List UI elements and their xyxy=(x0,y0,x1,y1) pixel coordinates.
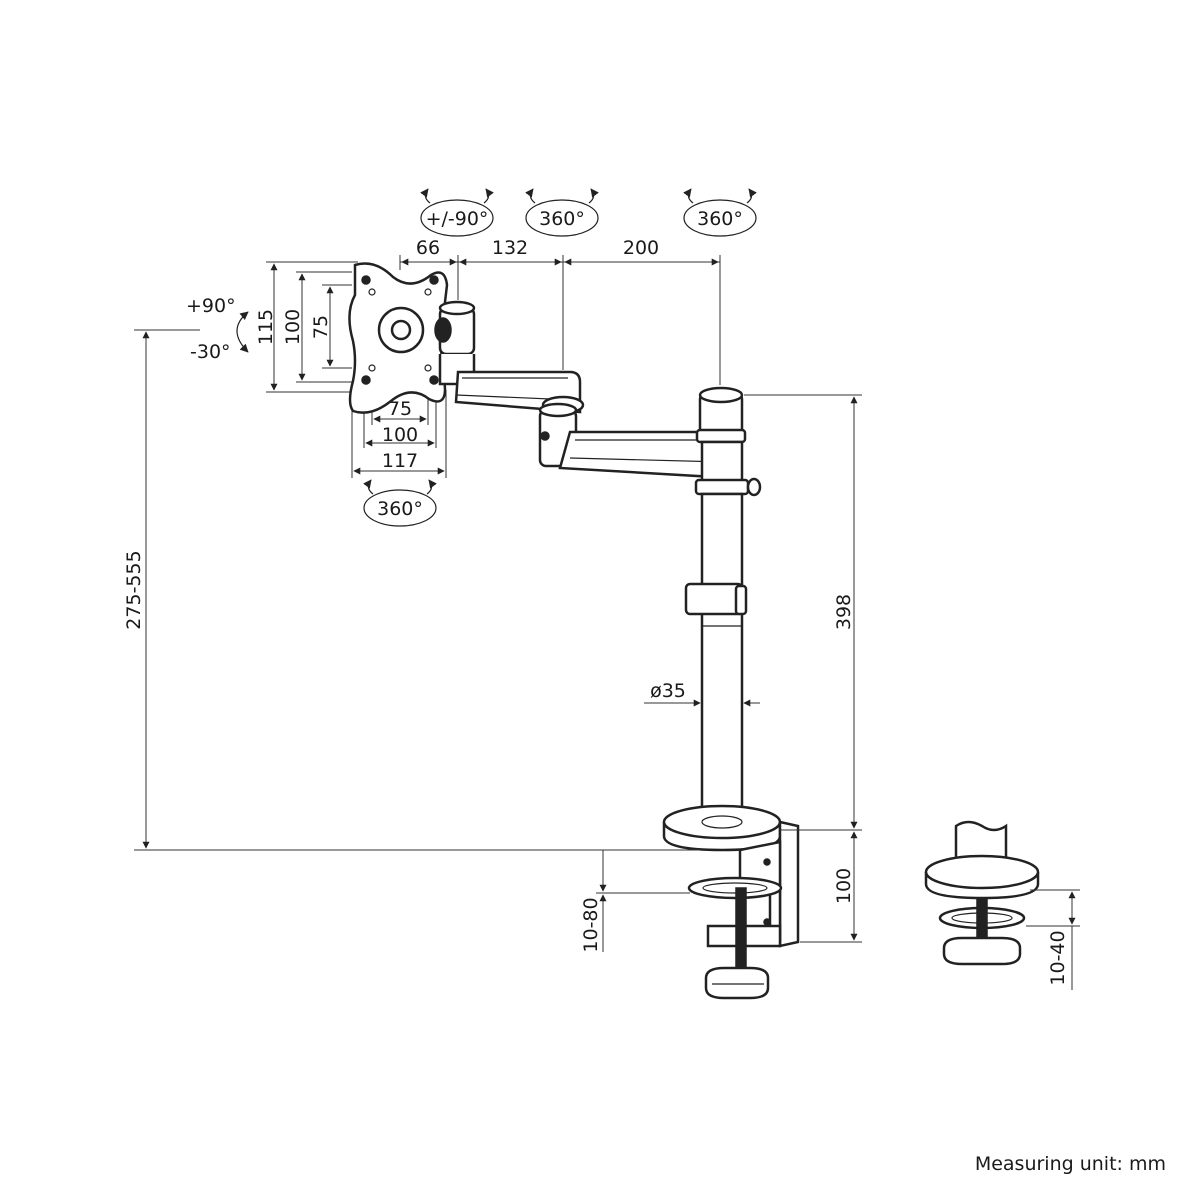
vesa-h-75-label: 75 xyxy=(310,315,332,339)
grommet-thickness-label: 10-40 xyxy=(1047,930,1069,985)
grommet-thickness-dimension: 10-40 xyxy=(1026,889,1080,990)
rotate-plate-label: 360° xyxy=(377,498,423,520)
tilt-range-label: +/-90° xyxy=(426,208,489,230)
dim-66-label: 66 xyxy=(416,237,440,259)
rotation-badge-plate: 360° xyxy=(363,479,437,527)
vesa-w-100-label: 100 xyxy=(382,424,418,446)
upper-arm xyxy=(454,370,585,415)
dim-200-label: 200 xyxy=(623,237,659,259)
grommet-base xyxy=(924,820,1040,966)
pole-height-label: 398 xyxy=(833,594,855,630)
clamp-thickness-dimension: 10-80 xyxy=(580,850,690,953)
swivel-mid-label: 360° xyxy=(539,208,585,230)
vesa-h-115-label: 115 xyxy=(255,309,277,345)
dim-132-label: 132 xyxy=(492,237,528,259)
pole xyxy=(684,386,762,826)
pole-diameter-dimension: ø35 xyxy=(644,680,760,707)
vesa-h-100-label: 100 xyxy=(282,309,304,345)
clamp-height-label: 100 xyxy=(833,868,855,904)
pole-height-dimension: 398 xyxy=(744,394,862,831)
vesa-width-dimensions: 75 100 117 xyxy=(351,390,447,478)
clamp-thickness-label: 10-80 xyxy=(580,897,602,952)
swivel-pole-label: 360° xyxy=(697,208,743,230)
tilt-up-label: +90° xyxy=(186,295,236,317)
pole-diameter-label: ø35 xyxy=(650,680,686,702)
clamp-height-dimension: 100 xyxy=(800,831,862,943)
height-range-dimension: 275-555 xyxy=(123,329,700,851)
arm-length-dimensions: 66 132 200 xyxy=(399,237,721,385)
rotation-badge-pole: 360° xyxy=(683,188,757,237)
measuring-unit-note: Measuring unit: mm xyxy=(975,1153,1166,1175)
vesa-plate xyxy=(348,262,449,414)
vesa-w-117-label: 117 xyxy=(382,450,418,472)
lower-arm xyxy=(538,402,734,480)
vesa-w-75-label: 75 xyxy=(388,398,412,420)
desk-clamp xyxy=(662,804,800,1000)
tilt-down-label: -30° xyxy=(190,341,231,363)
tilt-indicator: +90° -30° xyxy=(186,295,249,363)
rotation-badge-mid: 360° xyxy=(525,188,599,237)
height-range-label: 275-555 xyxy=(123,550,145,629)
vesa-height-dimensions: 115 100 75 xyxy=(255,261,358,393)
rotation-badge-tilt: +/-90° xyxy=(420,188,494,237)
